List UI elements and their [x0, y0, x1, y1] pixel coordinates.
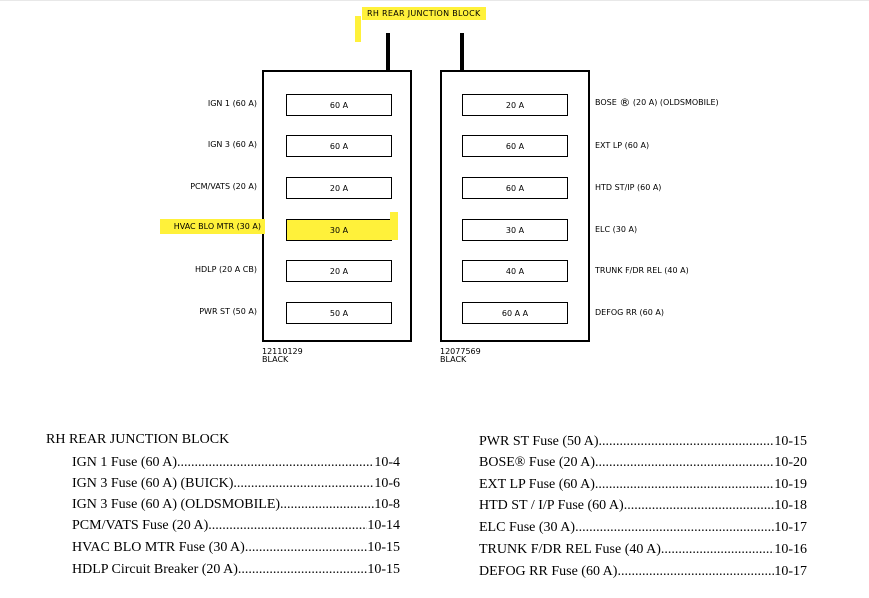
- index-row: PWR ST Fuse (50 A) 10-15: [479, 434, 807, 450]
- left-fuse-5: 20 A: [286, 260, 392, 282]
- index-entry-name: PCM/VATS Fuse (20 A): [72, 518, 209, 533]
- right-label-4: ELC (30 A): [595, 225, 638, 234]
- left-fuse-4-highlighted: 30 A: [286, 219, 392, 241]
- index-entry-name: IGN 1 Fuse (60 A): [72, 455, 177, 470]
- hvac-highlight-extension: [390, 212, 398, 240]
- index-entry-name: HTD ST / I/P Fuse (60 A): [479, 498, 624, 513]
- left-fuse-3: 20 A: [286, 177, 392, 199]
- left-fuse-2: 60 A: [286, 135, 392, 157]
- index-row: IGN 1 Fuse (60 A) 10-4: [72, 455, 400, 471]
- right-part-number-value: 12077569: [440, 347, 481, 356]
- top-border-line: [0, 0, 869, 1]
- left-label-3: PCM/VATS (20 A): [190, 182, 257, 191]
- left-label-5: HDLP (20 A CB): [194, 265, 257, 274]
- index-row: PCM/VATS Fuse (20 A) 10-14: [72, 518, 400, 534]
- right-label-1-prefix: BOSE: [595, 98, 617, 107]
- index-row: ELC Fuse (30 A) 10-17: [479, 520, 807, 536]
- index-entry-page: 10-19: [774, 477, 807, 492]
- index-entry-name: IGN 3 Fuse (60 A) (OLDSMOBILE): [72, 497, 281, 512]
- index-entry-page: 10-17: [774, 564, 807, 579]
- right-fuse-block: 20 A 60 A 60 A 30 A 40 A 60 A A: [440, 70, 590, 342]
- right-label-2: EXT LP (60 A): [595, 141, 650, 150]
- index-row: HVAC BLO MTR Fuse (30 A) 10-15: [72, 540, 400, 556]
- right-fuse-2: 60 A: [462, 135, 568, 157]
- left-part-color: BLACK: [262, 355, 289, 364]
- index-entry-page: 10-14: [367, 518, 400, 533]
- right-part-color: BLACK: [440, 355, 467, 364]
- right-part-number: 12077569 BLACK: [440, 348, 481, 364]
- left-label-1: IGN 1 (60 A): [207, 99, 257, 108]
- index-entry-page: 10-6: [374, 476, 400, 491]
- index-row: IGN 3 Fuse (60 A) (BUICK) 10-6: [72, 476, 400, 492]
- left-label-4-highlighted: HVAC BLO MTR (30 A): [159, 219, 265, 234]
- index-entry-page: 10-4: [374, 455, 400, 470]
- index-entry-page: 10-15: [774, 434, 807, 449]
- left-fuse-6: 50 A: [286, 302, 392, 324]
- right-fuse-5: 40 A: [462, 260, 568, 282]
- left-fuse-block: 60 A 60 A 20 A 30 A 20 A 50 A: [262, 70, 412, 342]
- right-fuse-6: 60 A A: [462, 302, 568, 324]
- left-fuse-1: 60 A: [286, 94, 392, 116]
- index-entry-page: 10-8: [374, 497, 400, 512]
- index-entry-page: 10-15: [367, 562, 400, 577]
- index-entry-name: IGN 3 Fuse (60 A) (BUICK): [72, 476, 234, 491]
- index-entry-name: HDLP Circuit Breaker (20 A): [72, 562, 238, 577]
- index-row: BOSE® Fuse (20 A) 10-20: [479, 455, 807, 471]
- left-part-number: 12110129 BLACK: [262, 348, 303, 364]
- registered-mark: ®: [619, 96, 631, 109]
- index-entry-name: BOSE® Fuse (20 A): [479, 455, 596, 470]
- index-row: IGN 3 Fuse (60 A) (OLDSMOBILE) 10-8: [72, 497, 400, 513]
- right-fuse-4: 30 A: [462, 219, 568, 241]
- diagram-title: RH REAR JUNCTION BLOCK: [362, 7, 486, 20]
- index-entry-name: TRUNK F/DR REL Fuse (40 A): [479, 542, 661, 557]
- index-row: HTD ST / I/P Fuse (60 A) 10-18: [479, 498, 807, 514]
- right-label-1-suffix: (20 A) (OLDSMOBILE): [632, 98, 719, 107]
- right-label-6: DEFOG RR (60 A): [595, 308, 664, 317]
- index-row: DEFOG RR Fuse (60 A) 10-17: [479, 564, 807, 580]
- index-entry-page: 10-15: [367, 540, 400, 555]
- index-entry-name: PWR ST Fuse (50 A): [479, 434, 599, 449]
- index-entry-name: EXT LP Fuse (60 A): [479, 477, 595, 492]
- title-highlight-stroke: [355, 16, 361, 42]
- left-block-post: [386, 33, 390, 73]
- index-entry-name: HVAC BLO MTR Fuse (30 A): [72, 540, 245, 555]
- right-label-5: TRUNK F/DR REL (40 A): [595, 266, 689, 275]
- index-entry-page: 10-18: [774, 498, 807, 513]
- right-fuse-3: 60 A: [462, 177, 568, 199]
- right-label-3: HTD ST/IP (60 A): [595, 183, 662, 192]
- index-title: RH REAR JUNCTION BLOCK: [46, 432, 230, 447]
- index-entry-page: 10-20: [774, 455, 807, 470]
- index-row: EXT LP Fuse (60 A) 10-19: [479, 477, 807, 493]
- index-entry-page: 10-16: [774, 542, 807, 557]
- left-label-6: PWR ST (50 A): [199, 307, 257, 316]
- left-label-2: IGN 3 (60 A): [207, 140, 257, 149]
- right-label-1: BOSE ® (20 A) (OLDSMOBILE): [595, 96, 719, 109]
- index-row: TRUNK F/DR REL Fuse (40 A) 10-16: [479, 542, 807, 558]
- index-row: HDLP Circuit Breaker (20 A) 10-15: [72, 562, 400, 578]
- index-entry-name: ELC Fuse (30 A): [479, 520, 576, 535]
- index-entry-name: DEFOG RR Fuse (60 A): [479, 564, 618, 579]
- left-part-number-value: 12110129: [262, 347, 303, 356]
- index-entry-page: 10-17: [774, 520, 807, 535]
- right-block-post: [460, 33, 464, 73]
- right-fuse-1: 20 A: [462, 94, 568, 116]
